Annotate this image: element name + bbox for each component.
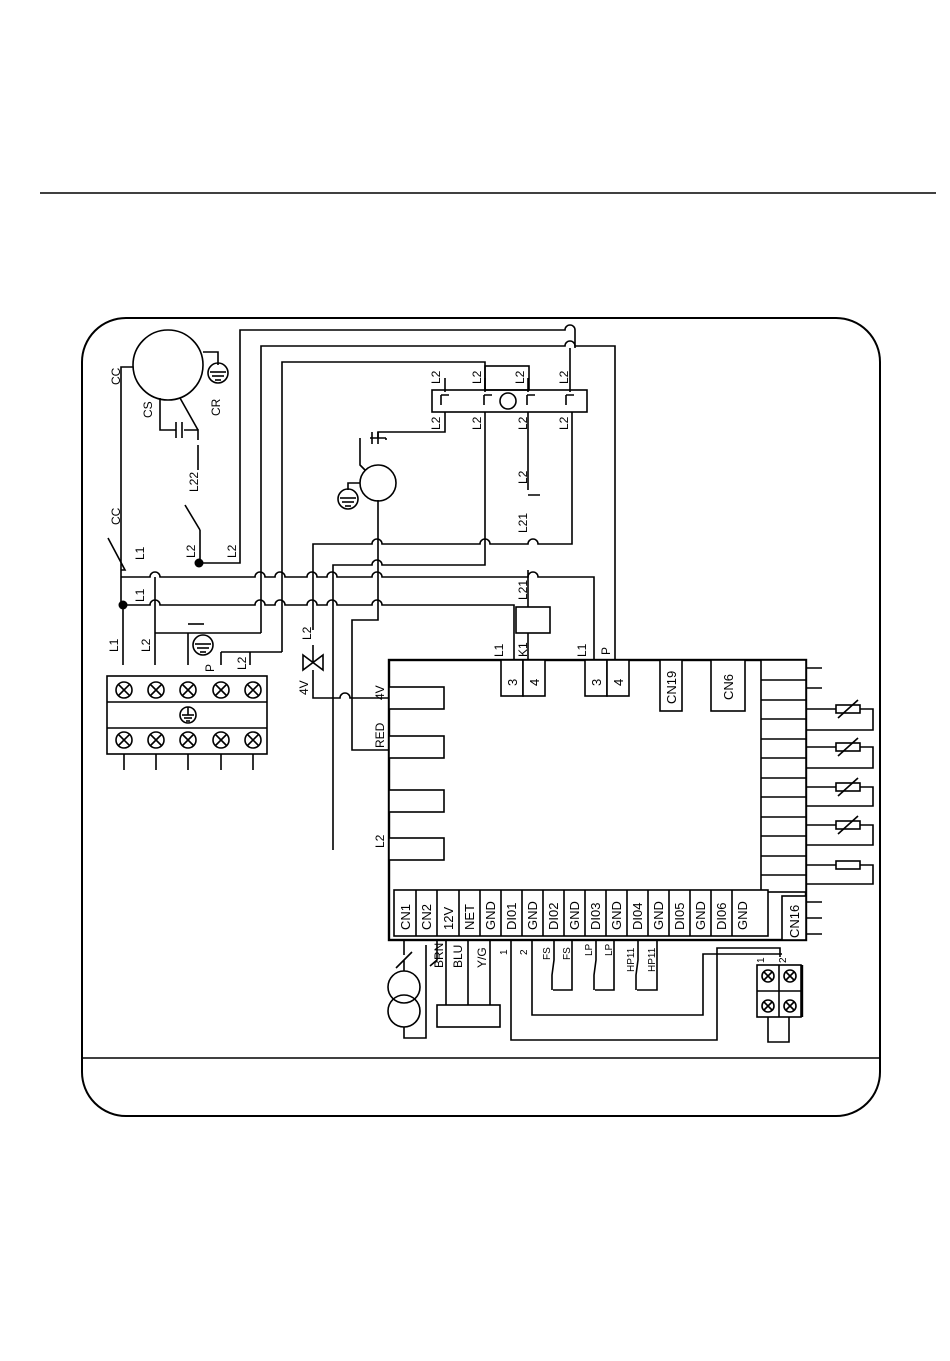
relay-bottom-label-3: L2 [516,416,530,430]
label-l2-node2: L2 [225,544,239,558]
bottom-pin: DI02 [546,903,561,930]
connector-cn16: CN16 [787,905,802,938]
wire-yg: Y/G [475,947,489,968]
label-fs-2: FS [562,947,573,960]
relay-top-label-2: L2 [470,370,484,384]
label-terminal-l2: L2 [139,638,153,652]
label-terminal-l1: L1 [107,638,121,652]
bottom-pin: 12V [441,907,456,930]
bottom-pin: GND [567,901,582,930]
label-k1: K1 [516,642,530,657]
relay-bottom-label-2: L2 [470,416,484,430]
label-hp-2: HP11 [647,947,658,972]
control-board [389,660,806,940]
bottom-pin: GND [609,901,624,930]
bottom-pin: DI03 [588,903,603,930]
k1-coil [516,607,550,633]
relay-top-label-3: L2 [513,370,527,384]
label-l22: L22 [187,472,201,492]
temperature-sensors [806,668,873,934]
small-terminal-block [757,965,802,1042]
label-l2-node: L2 [184,544,198,558]
pin-4b: 4 [611,679,626,686]
bottom-pin: CN2 [419,904,434,930]
bottom-pin: DI06 [714,903,729,930]
label-valve-4v: 4V [297,680,311,695]
pin-3b: 3 [589,679,604,686]
ground-icon-fan [338,489,358,509]
label-num-1: 1 [499,949,510,955]
bottom-pin: NET [462,904,477,930]
fan-motor [348,432,396,501]
bottom-pin: CN1 [398,904,413,930]
label-l1-bus: L1 [133,588,147,602]
label-l1-p: L1 [575,643,589,657]
label-p: P [599,647,613,655]
label-valve-l2: L2 [300,626,314,640]
label-terminal-p: P [203,664,217,672]
terminal-block [107,676,267,770]
label-num-2: 2 [519,949,530,955]
label-terminal-l2b: L2 [235,656,249,670]
connector-cn19: CN19 [664,671,679,704]
relay-bottom-label-4: L2 [557,416,571,430]
ground-symbol-icon [180,707,196,723]
label-fs-1: FS [542,947,553,960]
wire-blu: BLU [451,945,465,968]
relay-top-label-4: L2 [557,370,571,384]
ground-icon [208,363,228,383]
label-term-2: 2 [778,957,789,963]
wire-brn: BRN [432,943,446,968]
label-cc-contact: CC [109,507,123,525]
label-k1-l1: L1 [492,643,506,657]
bottom-pin: DI01 [504,903,519,930]
bottom-pin: GND [693,901,708,930]
relay-bottom-label-1: L2 [429,416,443,430]
bottom-pin: GND [651,901,666,930]
label-cc-top: CC [109,367,123,385]
bottom-pin: DI04 [630,903,645,930]
pin-4a: 4 [527,679,542,686]
label-lp-2: LP [604,943,615,956]
pin-3a: 3 [505,679,520,686]
bottom-pin: GND [735,901,750,930]
left-l2: L2 [373,834,387,848]
thermistor-icon [836,700,860,869]
label-term-1: 1 [756,957,767,963]
bottom-pin: DI05 [672,903,687,930]
label-l1-contact: L1 [133,546,147,560]
bottom-pin: GND [525,901,540,930]
label-lp-1: LP [584,943,595,956]
connector-cn6: CN6 [721,674,736,700]
label-cs: CS [141,401,155,418]
net-module [437,1005,500,1027]
left-red: RED [373,722,387,748]
transformer-icon [388,940,426,1038]
ground-icon-terminal [188,624,213,655]
relay-top-label-1: L2 [429,370,443,384]
bottom-pin: GND [483,901,498,930]
label-cr: CR [209,398,223,416]
left-4v: 4V [373,685,387,700]
label-l21-a: L21 [516,513,530,533]
label-hp-1: HP11 [626,947,637,972]
label-l2-switch: L2 [516,470,530,484]
